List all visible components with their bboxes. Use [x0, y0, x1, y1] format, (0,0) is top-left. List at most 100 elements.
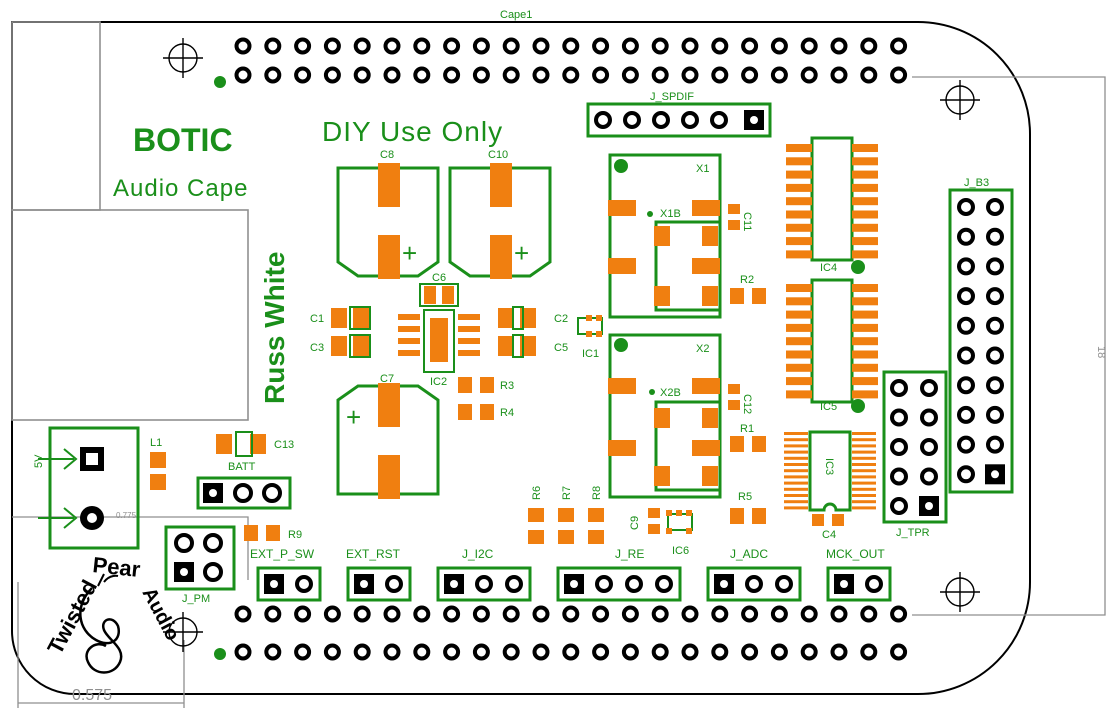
pin-hole: [383, 605, 401, 623]
label-x1b: X1B: [660, 208, 681, 220]
pin-hole: [770, 66, 788, 84]
ic-pad: [852, 157, 878, 166]
ic-pad: [852, 500, 876, 504]
ic-pad: [784, 475, 808, 479]
pin-hole: [413, 66, 431, 84]
pin-hole: [920, 379, 938, 397]
connector-j_i2c: J_I2C: [436, 547, 532, 602]
pin-hole: [890, 497, 908, 515]
cap-c8: +: [336, 163, 440, 279]
pin-hole: [413, 643, 431, 661]
pin-hole: [957, 376, 975, 395]
pin-hole: [294, 66, 312, 84]
ic-pad: [786, 157, 812, 166]
label-r6: R6: [531, 486, 543, 500]
res-r3: [458, 377, 494, 393]
board-notice: DIY Use Only: [322, 116, 503, 147]
label-j-spdif: J_SPDIF: [650, 91, 694, 103]
pin-hole: [800, 643, 818, 661]
pin-hole: [860, 66, 878, 84]
ic-pad: [852, 469, 876, 473]
ic-pad: [784, 432, 808, 435]
ic-pad: [784, 463, 808, 466]
pin-hole: [651, 66, 669, 84]
label-ic1: IC1: [582, 348, 599, 360]
label-c11: C11: [741, 212, 753, 231]
label-j-b3: J_B3: [964, 177, 989, 189]
label-r4: R4: [500, 407, 514, 419]
ic-ic3: [784, 430, 876, 512]
res-r4: [458, 404, 494, 420]
pin-hole: [711, 605, 729, 623]
label-5v: 5V: [33, 454, 45, 468]
board-name: BOTIC: [133, 122, 233, 158]
ic-pad: [852, 463, 876, 466]
ic-pad: [786, 363, 812, 372]
connector-j_adc: J_ADC: [706, 547, 802, 602]
ic-pad: [786, 144, 812, 152]
pin-hole: [711, 66, 729, 84]
connector-outline: [436, 566, 532, 602]
pin-hole: [770, 643, 788, 661]
pin-hole: [711, 37, 729, 55]
pin-hole: [890, 467, 908, 486]
oscillator-x2: [608, 333, 766, 499]
pin-hole: [621, 605, 639, 623]
label-ic6: IC6: [672, 545, 689, 557]
ic-pad: [784, 487, 808, 491]
ic-pad: [852, 323, 878, 332]
ic-ic2: [398, 309, 480, 373]
pin-hole: [830, 605, 848, 623]
ic-pad: [784, 494, 808, 497]
label-j-tpr: J_TPR: [896, 527, 930, 539]
pin-hole: [890, 605, 908, 623]
pin-hole: [651, 37, 669, 55]
pin-hole: [234, 37, 252, 55]
pin-hole: [830, 66, 848, 84]
ic-pad: [852, 444, 876, 448]
pin-hole: [741, 66, 759, 84]
pin-hole: [745, 575, 763, 593]
ic-pad: [852, 487, 876, 491]
pin-hole: [353, 605, 371, 623]
label-x2b: X2B: [660, 387, 681, 399]
ic-pad: [784, 456, 808, 460]
logo-word3: Audio: [138, 584, 184, 644]
pin-hole: [295, 575, 313, 593]
pin-hole: [443, 643, 461, 661]
pin-hole: [502, 643, 520, 661]
connector-label-j_i2c: J_I2C: [462, 547, 494, 561]
pin-hole: [741, 605, 759, 623]
pin-hole: [957, 287, 975, 306]
pin-hole: [532, 605, 550, 623]
pin-hole: [770, 37, 788, 55]
pin-hole: [711, 643, 729, 661]
pin-square-hole: [450, 580, 458, 588]
connector-j_re: J_RE: [556, 547, 682, 602]
pin-hole: [592, 66, 610, 84]
board-author: Russ White: [259, 252, 290, 404]
oscillator-x1: [608, 153, 766, 319]
pin-hole: [957, 316, 975, 335]
ic-pad: [786, 183, 812, 192]
label-r5: R5: [738, 491, 752, 503]
pin-hole: [681, 37, 699, 55]
pin-hole: [264, 643, 282, 661]
pin-hole: [920, 408, 938, 427]
pin-hole: [502, 66, 520, 84]
cap-c3: [331, 334, 371, 358]
pin-hole: [383, 66, 401, 84]
pin-hole: [562, 37, 580, 55]
ic-pad: [784, 506, 808, 510]
pin-hole: [443, 66, 461, 84]
pin-hole: [890, 438, 908, 456]
pin-hole: [986, 316, 1004, 335]
pin-hole: [890, 37, 908, 55]
label-r3: R3: [500, 380, 514, 392]
pin-hole: [472, 37, 490, 55]
pin-hole: [592, 605, 610, 623]
pin-hole: [621, 66, 639, 84]
pin-hole: [294, 643, 312, 661]
ic-pad: [786, 390, 812, 399]
